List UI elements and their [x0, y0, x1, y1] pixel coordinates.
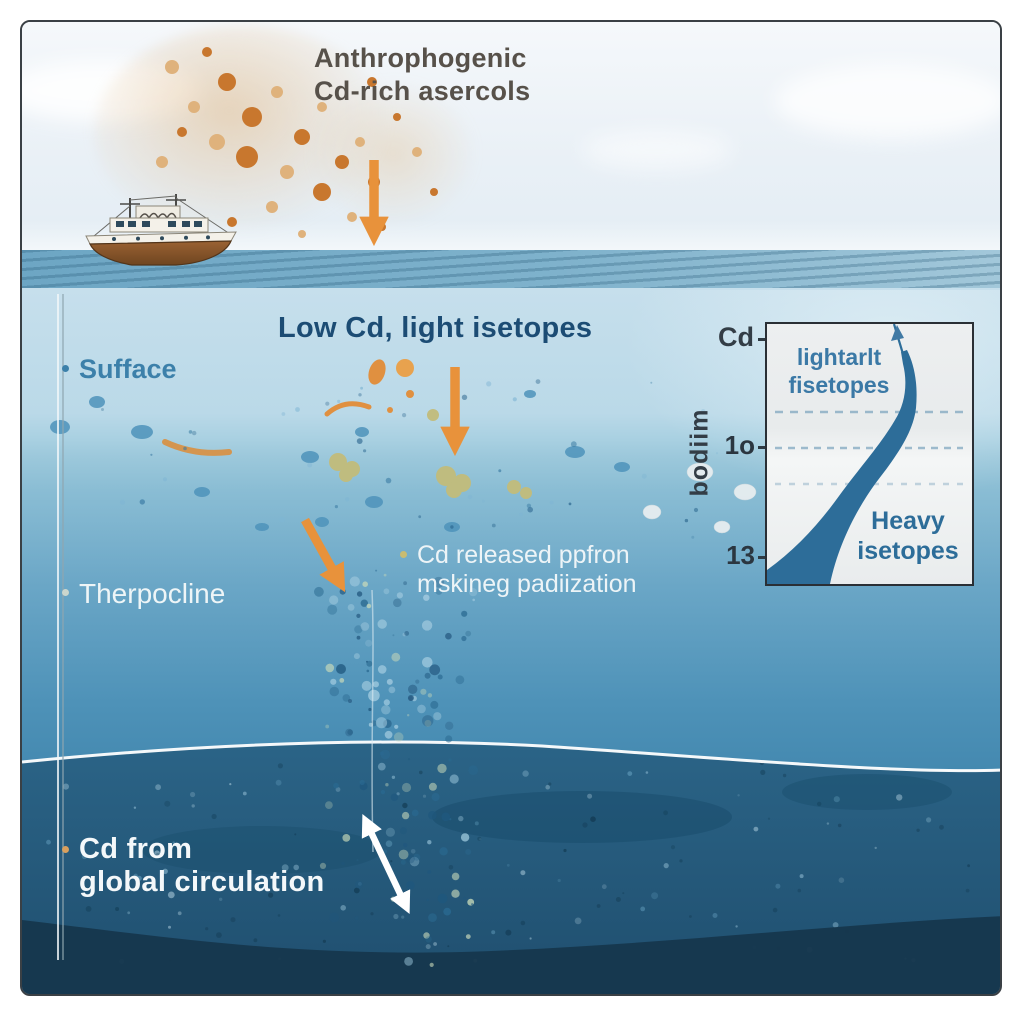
heavy-annotation-line1: Heavy [871, 507, 945, 535]
thermocline-label-text: Therpocline [79, 578, 226, 609]
heavy-isotopes-annotation: Heavy isetopes [851, 506, 965, 566]
inset-y-tick [758, 446, 771, 449]
deep-exchange-double-arrow [361, 814, 411, 914]
export-arrow [301, 517, 346, 593]
orange-surface-accents [162, 359, 414, 456]
mooring-thread [371, 589, 374, 853]
cloud-small [582, 130, 732, 170]
light-isotopes-annotation: lightarlt fisetopes [777, 344, 901, 399]
inset-y-tick-label-2: 13 [726, 540, 755, 570]
deep-label-line2: global circulation [79, 866, 325, 898]
deep-label-line1: Cd from [79, 833, 193, 865]
bullet-dot-icon [62, 365, 69, 372]
aerosol-source-label: Anthrophogenic Cd-rich asercols [314, 42, 604, 109]
depth-label-thermocline: Therpocline [62, 578, 225, 610]
aerosol-label-line1: Anthrophogenic [314, 43, 527, 73]
cloud-right [774, 64, 1000, 138]
light-annotation-line2: fisetopes [788, 371, 890, 398]
inset-y-tick [758, 556, 771, 559]
deep-ocean-layer [22, 740, 1000, 994]
surface-label-text: Sufface [79, 354, 177, 384]
surface-note: Low Cd, light isetopes [278, 312, 593, 344]
bullet-dot-icon [62, 589, 69, 596]
deep-shadow-patch [432, 791, 732, 843]
cd-profile-curve [767, 350, 917, 584]
aerosol-dots [156, 47, 438, 238]
inset-x-axis-label: Cd [718, 322, 754, 352]
bullet-dot-icon [62, 846, 69, 853]
inset-depth-profile-chart: lightarlt fisetopes Heavy isetopes [765, 322, 974, 586]
depth-label-surface: Sufface [62, 354, 177, 385]
deep-circulation-label: Cd from global circulation [62, 833, 325, 899]
deep-water-fill [22, 742, 1000, 994]
deep-shadow-patch [782, 774, 952, 810]
deep-label-text: Cd from global circulation [79, 833, 325, 899]
aerosol-label-line2: Cd-rich asercols [314, 76, 531, 107]
release-note-text: Cd released ppfron mskineg padiization [417, 541, 637, 599]
inset-y-axis-label: bodiim [685, 408, 714, 497]
inset-x-tick [758, 338, 771, 341]
deep-speckles-dark [85, 760, 970, 962]
release-note-line1: Cd released ppfron [417, 541, 630, 569]
sinking-particle-plume [314, 569, 479, 968]
figure-frame: Anthrophogenic Cd-rich asercols Low Cd, … [20, 20, 1002, 996]
inset-y-tick-label-1: 1o [724, 430, 755, 460]
heavy-annotation-line2: isetopes [857, 537, 959, 565]
deep-shadow-patch [142, 826, 382, 874]
curve-arrowhead-icon [891, 325, 904, 341]
aerosol-haze [94, 26, 394, 238]
plankton-blobs [50, 379, 788, 539]
seafloor-band [22, 916, 1000, 994]
light-annotation-line1: lightarlt [796, 344, 882, 370]
remineralization-note: Cd released ppfron mskineg padiization [400, 541, 637, 599]
research-vessel [85, 194, 237, 266]
dashed-gridlines [775, 410, 963, 486]
aerosol-haze-2 [308, 78, 478, 228]
inset-chart-plot [767, 324, 963, 584]
release-note-line2: mskineg padiization [417, 570, 637, 598]
bullet-dot-icon [400, 551, 407, 558]
deep-boundary-white-line [22, 740, 1000, 773]
